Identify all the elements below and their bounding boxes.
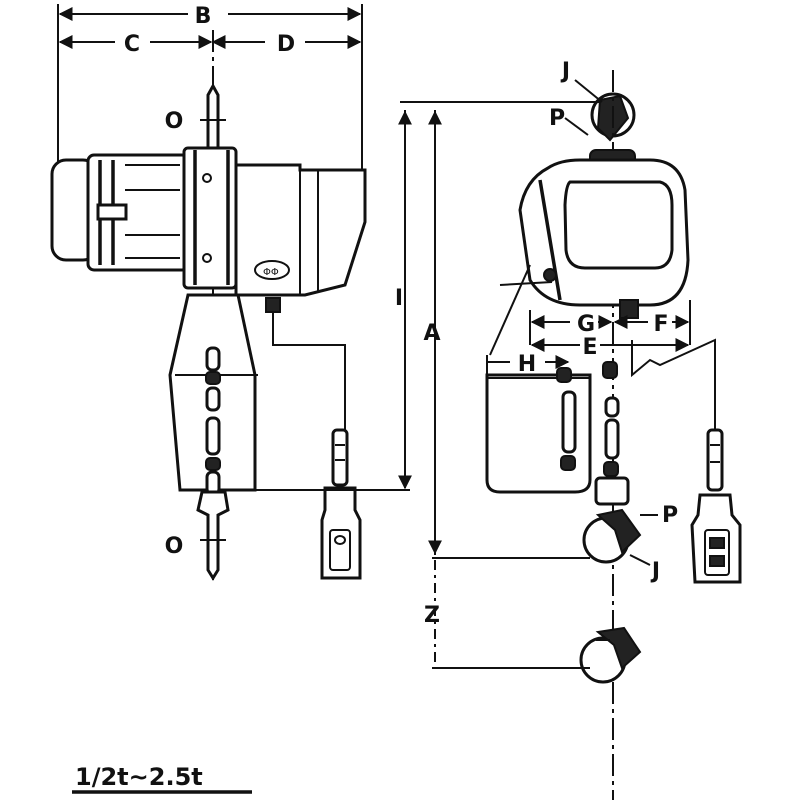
load-chain-front <box>602 361 620 477</box>
load-chain-front-slack <box>556 367 577 471</box>
label-b: B <box>195 4 212 29</box>
load-chain-side <box>205 346 221 496</box>
hoist-side-view: ΦΦ <box>50 82 367 581</box>
label-j-bottom: J <box>650 559 660 584</box>
label-z: Z <box>424 603 440 628</box>
label-o-bottom: O <box>165 534 184 559</box>
pendant-switch-front <box>631 338 742 584</box>
svg-text:ΦΦ: ΦΦ <box>263 267 279 278</box>
pendant-switch-side <box>290 344 362 580</box>
label-a: A <box>423 321 440 346</box>
label-p-bottom: P <box>662 503 678 528</box>
leader-lines <box>564 79 658 566</box>
label-j-top: J <box>560 59 570 84</box>
label-o-top: O <box>165 109 184 134</box>
dimension-a <box>428 101 600 559</box>
label-i: I <box>395 286 403 311</box>
capacity-caption: 1/2t~2.5t <box>75 763 203 791</box>
dimension-z <box>432 560 590 669</box>
label-c: C <box>124 32 140 57</box>
label-e: E <box>582 335 597 360</box>
label-f: F <box>653 312 668 337</box>
hoist-front-view <box>485 70 690 800</box>
label-d: D <box>277 32 295 57</box>
label-p-top: P <box>549 106 565 131</box>
label-h: H <box>518 352 536 377</box>
dimension-e-f-g-h <box>486 264 691 375</box>
dimension-b <box>57 4 363 200</box>
label-g: G <box>577 312 595 337</box>
